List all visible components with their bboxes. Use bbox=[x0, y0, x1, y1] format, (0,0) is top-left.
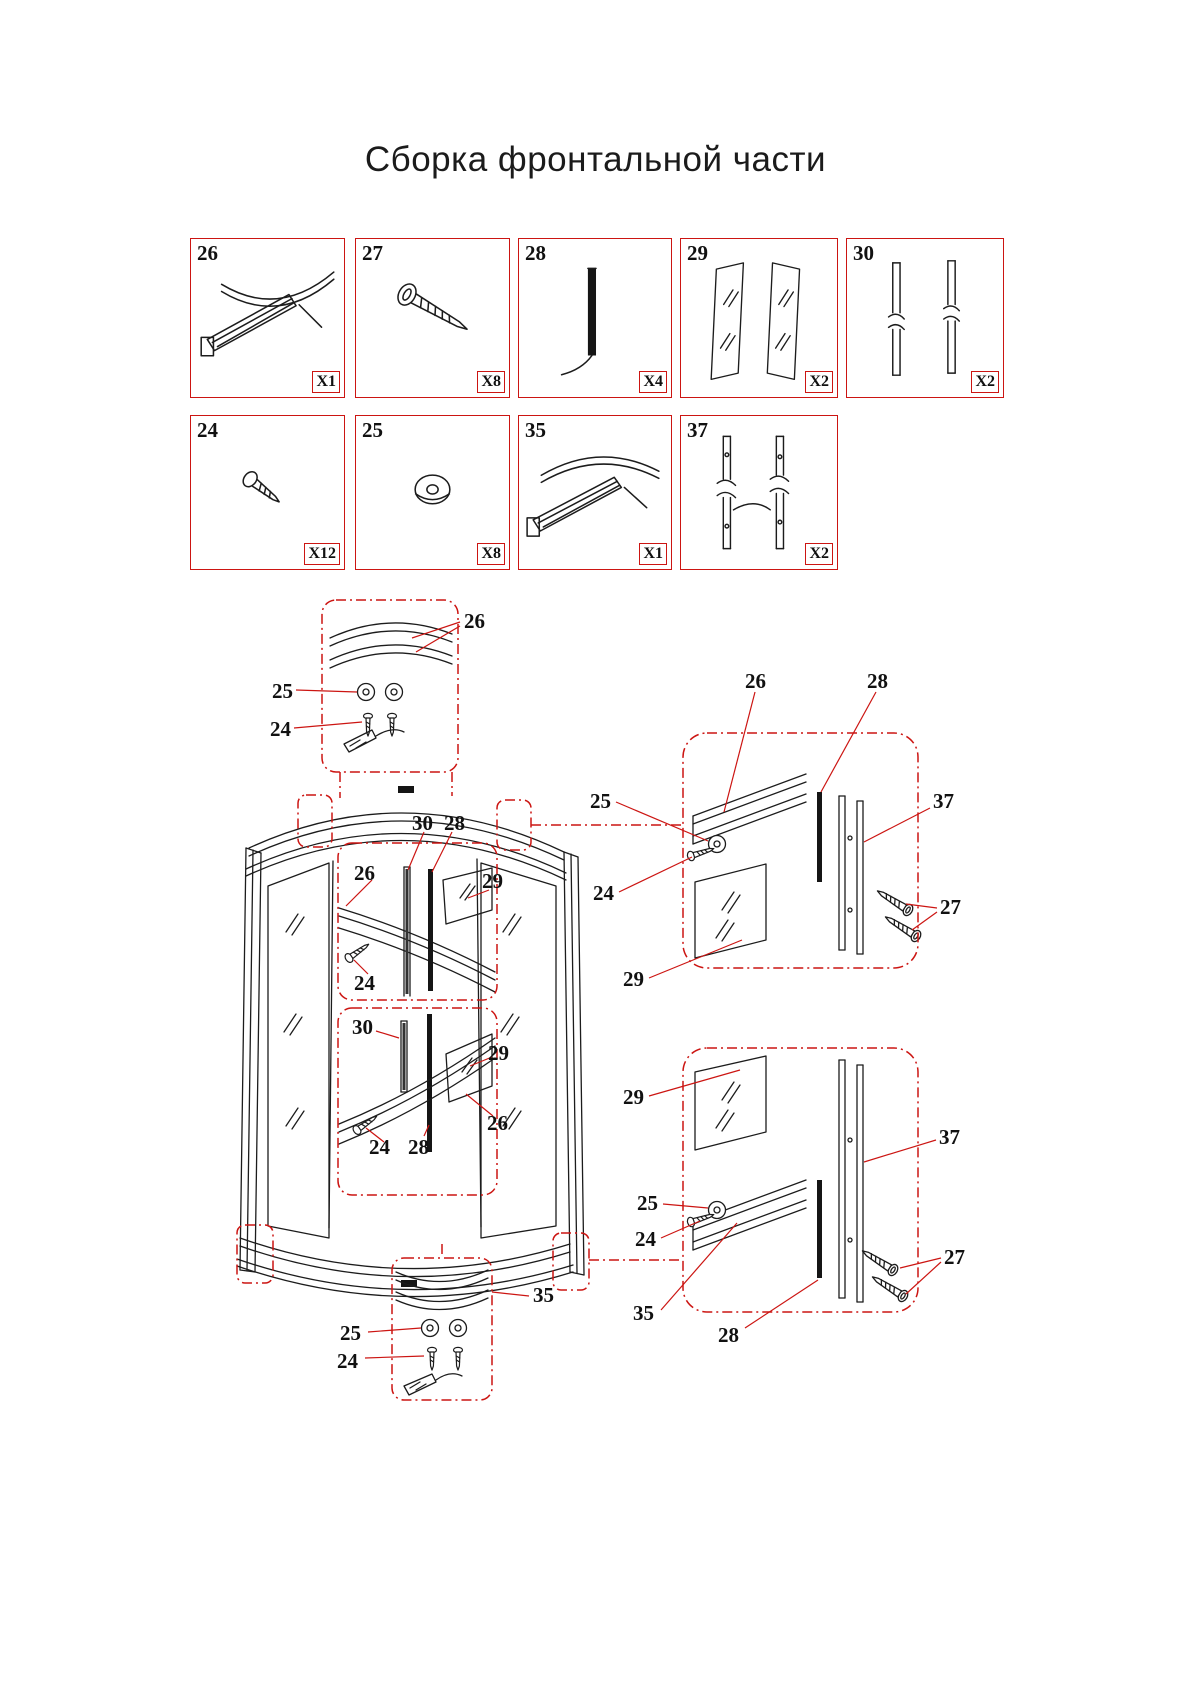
part-number: 30 bbox=[853, 241, 874, 265]
part-37-drawing bbox=[716, 435, 790, 550]
part-qty-badge: X2 bbox=[971, 371, 999, 393]
part-qty-badge: X12 bbox=[304, 543, 340, 565]
page-title: Сборка фронтальной части bbox=[364, 140, 827, 179]
part-26-drawing bbox=[200, 271, 335, 357]
callout-28: 28 bbox=[408, 1135, 429, 1159]
part-27-drawing bbox=[397, 283, 468, 330]
callout-24: 24 bbox=[354, 971, 376, 995]
callout-25: 25 bbox=[272, 679, 293, 703]
part-box-26: 26 X1 bbox=[190, 238, 345, 398]
callout-37: 37 bbox=[939, 1125, 960, 1149]
part-number: 28 bbox=[525, 241, 546, 265]
main-front-view bbox=[236, 786, 585, 1298]
part-box-28: 28 X4 bbox=[518, 238, 672, 398]
part-number: 25 bbox=[362, 418, 383, 442]
part-29-drawing bbox=[710, 262, 801, 381]
callout-25: 25 bbox=[637, 1191, 658, 1215]
part-number: 26 bbox=[197, 241, 218, 265]
callout-27: 27 bbox=[944, 1245, 965, 1269]
part-box-27: 27 X8 bbox=[355, 238, 510, 398]
part-30-drawing bbox=[887, 260, 961, 376]
part-24-drawing bbox=[242, 471, 280, 503]
part-box-25: 25 X8 bbox=[355, 415, 510, 570]
part-box-35: 35 X1 bbox=[518, 415, 672, 570]
part-qty-badge: X1 bbox=[639, 543, 667, 565]
callout-24: 24 bbox=[270, 717, 292, 741]
callout-29: 29 bbox=[623, 967, 644, 991]
callout-28: 28 bbox=[867, 669, 888, 693]
callout-30: 30 bbox=[412, 811, 433, 835]
top-cap-detail-view bbox=[329, 622, 453, 753]
part-25-drawing bbox=[414, 474, 451, 505]
detail-frames bbox=[236, 599, 919, 1401]
callout-28: 28 bbox=[444, 811, 465, 835]
part-number: 37 bbox=[687, 418, 708, 442]
part-number: 35 bbox=[525, 418, 546, 442]
part-box-29: 29 X2 bbox=[680, 238, 838, 398]
part-number: 29 bbox=[687, 241, 708, 265]
callout-27: 27 bbox=[940, 895, 961, 919]
part-box-37: 37 X2 bbox=[680, 415, 838, 570]
callout-24: 24 bbox=[369, 1135, 391, 1159]
assembly-line-art bbox=[236, 622, 924, 1396]
bottom-cap-detail-view bbox=[395, 1269, 489, 1396]
part-28-drawing bbox=[560, 267, 597, 376]
callout-30: 30 bbox=[352, 1015, 373, 1039]
callout-24: 24 bbox=[635, 1227, 657, 1251]
part-35-drawing bbox=[526, 456, 660, 537]
right-top-detail-view bbox=[685, 773, 924, 959]
assembly-diagram: 26 25 24 30 28 26 29 24 30 29 26 24 28 2… bbox=[236, 599, 965, 1401]
part-box-30: 30 X2 bbox=[846, 238, 1004, 398]
part-qty-badge: X8 bbox=[477, 543, 505, 565]
callout-26: 26 bbox=[745, 669, 766, 693]
callout-29: 29 bbox=[623, 1085, 644, 1109]
part-number: 24 bbox=[197, 418, 218, 442]
part-qty-badge: X1 bbox=[312, 371, 340, 393]
part-qty-badge: X4 bbox=[639, 371, 667, 393]
callout-29: 29 bbox=[482, 869, 503, 893]
callout-35: 35 bbox=[633, 1301, 654, 1325]
callout-35: 35 bbox=[533, 1283, 554, 1307]
right-bottom-detail-view bbox=[685, 1055, 911, 1304]
callout-37: 37 bbox=[933, 789, 954, 813]
callout-26: 26 bbox=[464, 609, 485, 633]
callout-24: 24 bbox=[337, 1349, 359, 1373]
leader-lines bbox=[293, 621, 942, 1359]
callout-24: 24 bbox=[593, 881, 615, 905]
callout-26: 26 bbox=[354, 861, 375, 885]
part-qty-badge: X2 bbox=[805, 543, 833, 565]
callout-26: 26 bbox=[487, 1111, 508, 1135]
callout-29: 29 bbox=[488, 1041, 509, 1065]
callout-25: 25 bbox=[590, 789, 611, 813]
part-qty-badge: X8 bbox=[477, 371, 505, 393]
callout-28: 28 bbox=[718, 1323, 739, 1347]
callout-25: 25 bbox=[340, 1321, 361, 1345]
part-qty-badge: X2 bbox=[805, 371, 833, 393]
part-box-24: 24 X12 bbox=[190, 415, 345, 570]
callout-labels: 26 25 24 30 28 26 29 24 30 29 26 24 28 2… bbox=[270, 609, 965, 1373]
part-number: 27 bbox=[362, 241, 383, 265]
